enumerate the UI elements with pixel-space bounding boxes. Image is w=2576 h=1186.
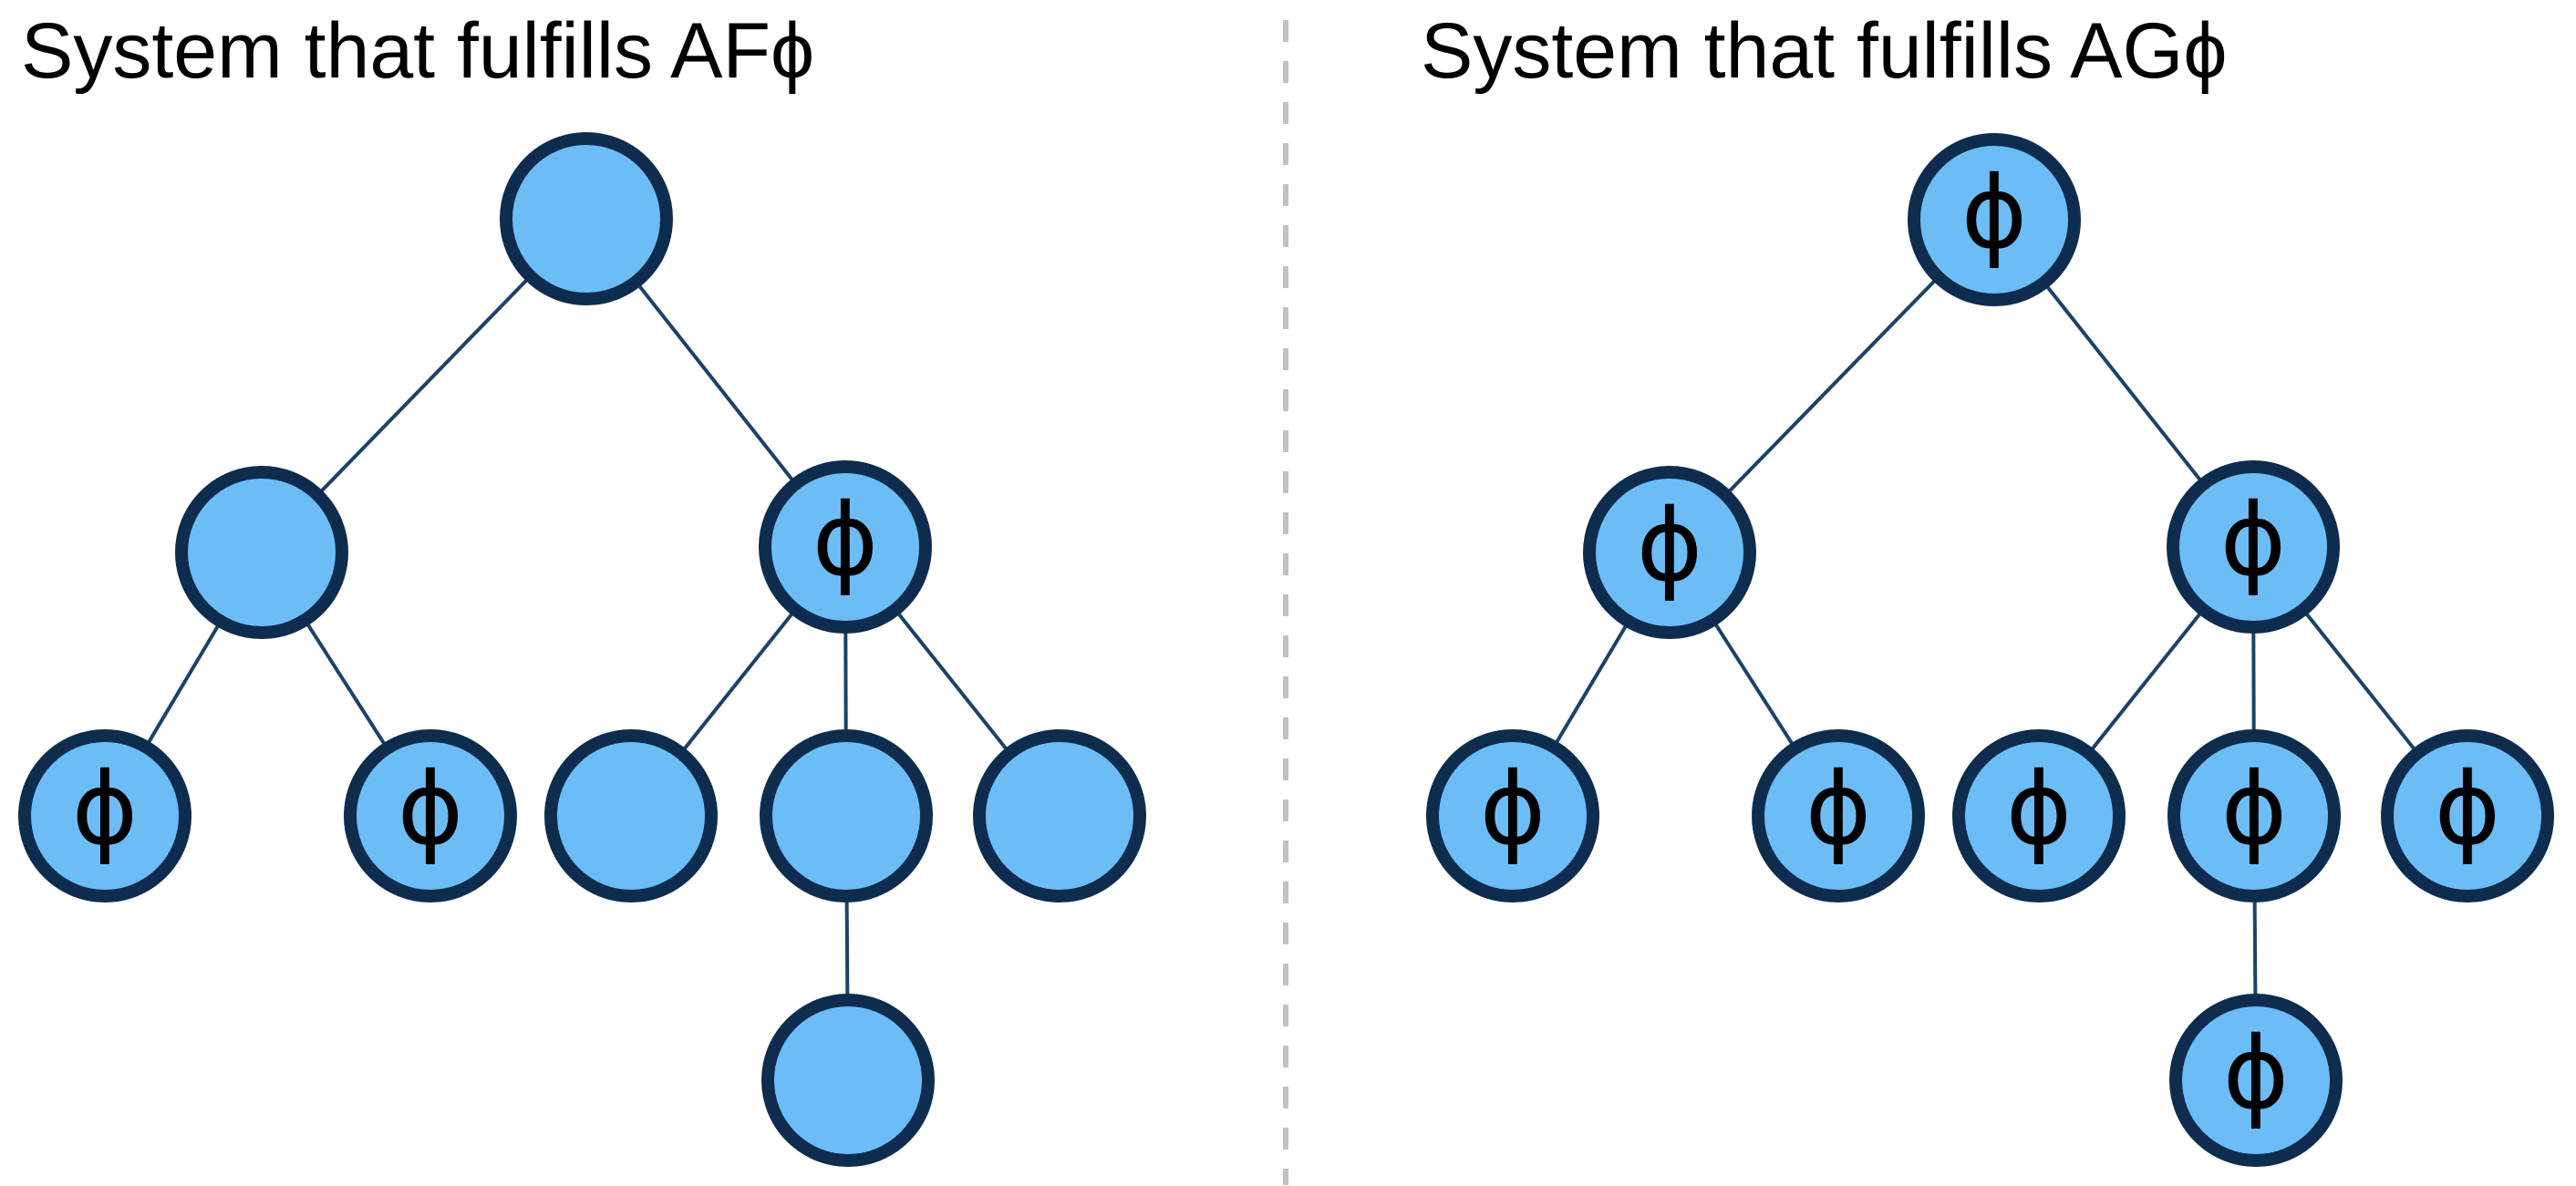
phi-label: ϕ: [2435, 750, 2501, 867]
tree-node: ϕ: [1426, 729, 1599, 902]
state-circle: [760, 729, 933, 902]
tree-ag: ϕ ϕ ϕ ϕ ϕ ϕ ϕ ϕ ϕ: [1426, 133, 2554, 1167]
state-circle: [2167, 460, 2340, 634]
tree-node: [760, 729, 933, 902]
tree-node: ϕ: [1952, 729, 2126, 902]
tree-node: ϕ: [344, 729, 517, 902]
tree-node: ϕ: [1908, 133, 2081, 306]
state-circle: [759, 460, 932, 634]
tree-node: [175, 466, 348, 639]
state-circle: [344, 729, 517, 902]
phi-label: ϕ: [1637, 487, 1703, 603]
tree-node: [973, 729, 1146, 902]
phi-label: ϕ: [812, 481, 879, 598]
tree-node: [544, 729, 718, 902]
state-circle: [18, 729, 191, 902]
phi-label: ϕ: [2221, 750, 2288, 867]
tree-node: [500, 132, 673, 305]
state-circle: [2169, 994, 2343, 1167]
tree-node: ϕ: [18, 729, 191, 902]
tree-node: ϕ: [2167, 460, 2340, 634]
phi-label: ϕ: [1480, 750, 1547, 867]
phi-label: ϕ: [1805, 750, 1872, 867]
state-circle: [1583, 466, 1756, 639]
state-circle: [2167, 729, 2341, 902]
phi-label: ϕ: [1961, 154, 2028, 271]
ag-panel-title: System that fulfills AGϕ: [1421, 7, 2228, 95]
phi-label: ϕ: [72, 750, 139, 867]
phi-label: ϕ: [2006, 750, 2073, 867]
tree-node: ϕ: [1752, 729, 1925, 902]
phi-label: ϕ: [398, 750, 464, 867]
state-circle: [761, 994, 935, 1167]
state-circle: [500, 132, 673, 305]
state-circle: [2381, 729, 2554, 902]
state-circle: [175, 466, 348, 639]
state-circle: [1426, 729, 1599, 902]
state-circle: [1952, 729, 2126, 902]
tree-node: ϕ: [2381, 729, 2554, 902]
tree-node: ϕ: [1583, 466, 1756, 639]
state-circle: [1752, 729, 1925, 902]
tree-af: ϕ ϕ ϕ: [18, 132, 1146, 1167]
phi-label: ϕ: [2220, 481, 2287, 598]
phi-label: ϕ: [2223, 1015, 2290, 1131]
state-circle: [973, 729, 1146, 902]
tree-node: ϕ: [2167, 729, 2341, 902]
state-circle: [544, 729, 718, 902]
af-panel-title: System that fulfills AFϕ: [21, 7, 814, 95]
state-circle: [1908, 133, 2081, 306]
tree-node: ϕ: [2169, 994, 2343, 1167]
tree-node: [761, 994, 935, 1167]
tree-node: ϕ: [759, 460, 932, 634]
